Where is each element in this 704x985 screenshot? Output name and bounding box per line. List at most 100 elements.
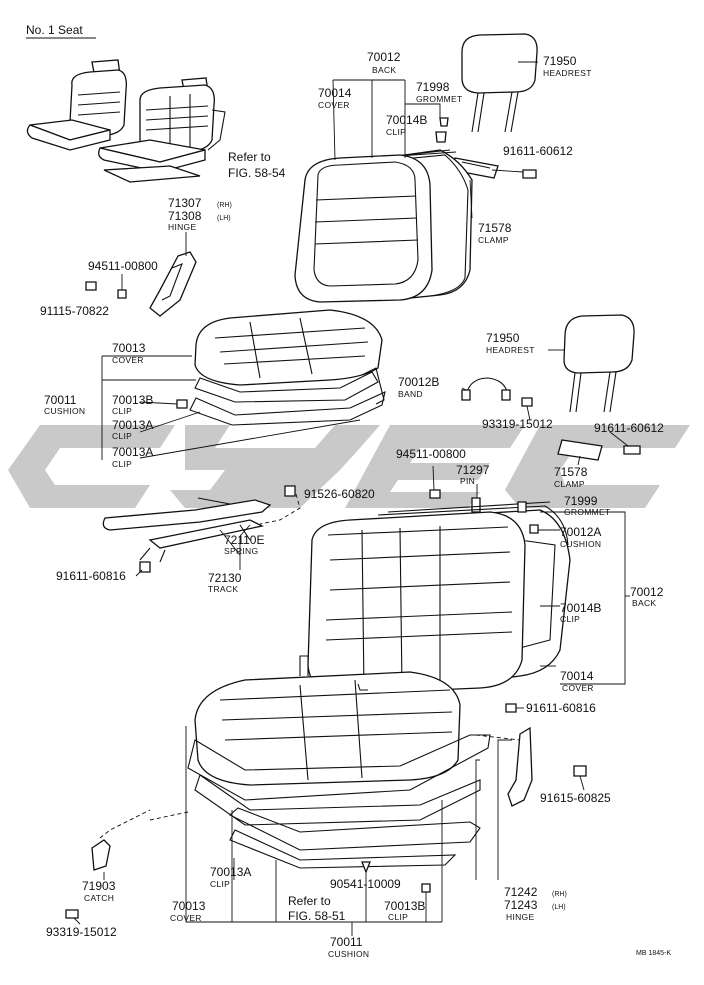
p71950-top-num: 71950 <box>543 54 577 68</box>
band <box>465 377 509 397</box>
leader-lines <box>73 61 630 936</box>
bolt-91115 <box>85 281 97 291</box>
diagram-title: No. 1 Seat <box>26 23 83 37</box>
p71578-mid-num: 71578 <box>554 465 588 479</box>
p71578-top-name: CLAMP <box>478 235 509 245</box>
p70013a-top-num: 70013A <box>112 418 153 432</box>
p70012-mid-name: BACK <box>632 598 656 608</box>
p71297-num: 71297 <box>456 463 490 477</box>
ref-bottom-line2: FIG. 58-51 <box>288 909 346 923</box>
seat-track <box>102 485 296 573</box>
bolt-93319-a <box>521 397 533 407</box>
grommet-71999 <box>517 501 527 513</box>
band-end-l <box>461 389 471 401</box>
p71950-mid-num: 71950 <box>486 331 520 345</box>
p70014b-mid-num: 70014B <box>560 601 601 615</box>
headrest-mid <box>563 314 635 413</box>
p70013b-bot-num: 70013B <box>384 899 425 913</box>
clamp-top-slot <box>461 161 491 169</box>
p71999-name: GROMMET <box>564 507 610 517</box>
p70013a-top-name: CLIP <box>112 431 132 441</box>
p71308-side: (LH) <box>217 215 231 222</box>
bolt-90541 <box>361 861 371 874</box>
p93319-b-num: 93319-15012 <box>46 925 117 939</box>
p70012a-num: 70012A <box>560 525 601 539</box>
p70013a-bot-name: CLIP <box>210 879 230 889</box>
p70013-bot-name: COVER <box>170 913 202 923</box>
clip-70013b-top <box>176 399 188 409</box>
p70012b-name: BAND <box>398 389 423 399</box>
hinge-front <box>149 251 197 317</box>
p70014b-mid-name: CLIP <box>560 614 580 624</box>
p70014-top-num: 70014 <box>318 86 352 100</box>
p71998-num: 71998 <box>416 80 450 94</box>
p90541-num: 90541-10009 <box>330 877 401 891</box>
p93319-a-num: 93319-15012 <box>482 417 553 431</box>
band-end-r <box>501 389 511 401</box>
bolt-91615 <box>573 765 587 777</box>
hinge-front-inner <box>161 263 183 301</box>
p70011-bot-num: 70011 <box>330 935 363 949</box>
bolt-93319-b <box>65 909 79 919</box>
ref-top-line2: FIG. 58-54 <box>228 166 286 180</box>
p91615-num: 91615-60825 <box>540 791 611 805</box>
clip-70013b-bot <box>421 883 431 893</box>
p72110e-name: SPRING <box>224 546 258 556</box>
p91115-num: 91115-70822 <box>40 304 109 318</box>
p70013a-bot-num: 70013A <box>210 865 251 879</box>
p71242-num: 71242 <box>504 885 538 899</box>
p71297-name: PIN <box>460 476 475 486</box>
p71308-name: HINGE <box>168 222 196 232</box>
p70013-bot-num: 70013 <box>172 899 206 913</box>
p70013-top-name: COVER <box>112 355 144 365</box>
p71903-num: 71903 <box>82 879 116 893</box>
p71578-top-num: 71578 <box>478 221 512 235</box>
p71308-num: 71308 <box>168 209 202 223</box>
p70011-bot-name: CUSHION <box>328 949 369 959</box>
p70014b-top-name: CLIP <box>386 127 406 137</box>
p91611-60816-a-num: 91611-60816 <box>56 569 126 583</box>
p70011-top-num: 70011 <box>44 393 77 407</box>
p70014-mid-num: 70014 <box>560 669 594 683</box>
p72130-num: 72130 <box>208 571 242 585</box>
seat-overview-illustration <box>26 59 226 183</box>
p94511-a-num: 94511-00800 <box>88 259 158 273</box>
p71243-num: 71243 <box>504 898 538 912</box>
bolt-91611-60612-a <box>522 169 537 179</box>
grommet-top <box>435 117 449 143</box>
figure-code: MB 1845-K <box>636 950 671 957</box>
catch-71903 <box>91 839 111 871</box>
p70014b-top-num: 70014B <box>386 113 427 127</box>
p70012-top-name: BACK <box>372 65 396 75</box>
p91611-60612-b-num: 91611-60612 <box>594 421 664 435</box>
p71950-top-name: HEADREST <box>543 68 592 78</box>
rear-seatback <box>307 501 571 695</box>
p70013b-bot-name: CLIP <box>388 912 408 922</box>
p70013-top-num: 70013 <box>112 341 146 355</box>
p70012-mid-num: 70012 <box>630 585 664 599</box>
p71903-name: CATCH <box>84 893 114 903</box>
p94511-b-num: 94511-00800 <box>396 447 466 461</box>
nut-94511-a <box>117 289 127 299</box>
bolt-91611-60612-b <box>623 445 641 455</box>
front-cushion <box>189 309 386 426</box>
p70012-top-num: 70012 <box>367 50 401 64</box>
hinge-rear <box>507 726 533 807</box>
p91611-60816-b-num: 91611-60816 <box>526 701 596 715</box>
p70014-top-name: COVER <box>318 100 350 110</box>
rear-cushion <box>187 655 491 869</box>
p72110e-num: 72110E <box>224 533 264 547</box>
p91526-num: 91526-60820 <box>304 487 375 501</box>
p70011-top-name: CUSHION <box>44 406 85 416</box>
labels: No. 1 Seat Refer to FIG. 58-54 70012 BAC… <box>26 23 671 959</box>
ref-bottom-line1: Refer to <box>288 894 331 908</box>
p70013b-top-name: CLIP <box>112 406 132 416</box>
p70014-mid-name: COVER <box>562 683 594 693</box>
p72130-name: TRACK <box>208 584 238 594</box>
p70012b-num: 70012B <box>398 375 439 389</box>
p71243-side: (LH) <box>552 904 566 911</box>
headrest-top <box>461 33 538 133</box>
p71998-name: GROMMET <box>416 94 462 104</box>
